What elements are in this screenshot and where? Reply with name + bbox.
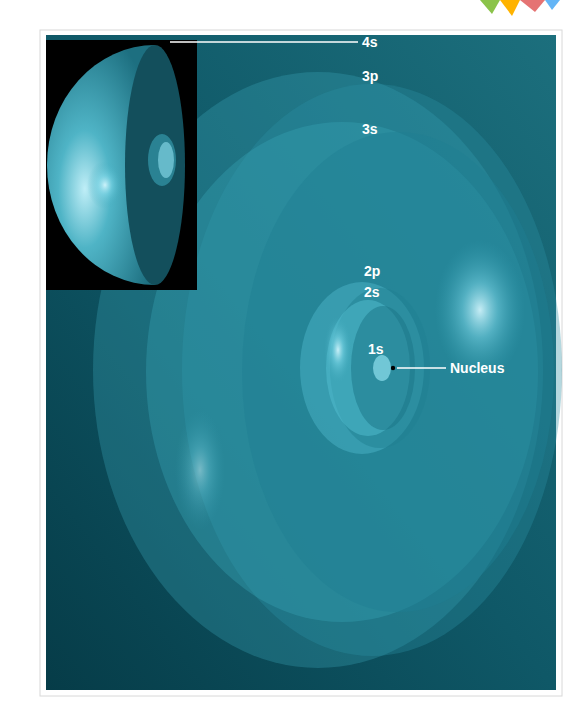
- shell-highlight: [175, 410, 225, 530]
- nucleus-dot: [391, 366, 395, 370]
- orbital-label: 2p: [364, 263, 380, 279]
- shell-3s-face: [242, 132, 554, 612]
- orbital-label: 2s: [364, 284, 380, 300]
- orbital-label: 1s: [368, 341, 384, 357]
- orbital-label: 3p: [362, 68, 378, 84]
- inset-cut-face: [125, 45, 185, 285]
- leader-line: [397, 367, 446, 369]
- inset-ground: [46, 40, 197, 290]
- shell-1s: [373, 355, 391, 381]
- corner-icon: [480, 0, 560, 16]
- shell-highlight: [324, 316, 352, 384]
- inset-inner-shell: [158, 142, 174, 178]
- shell-highlight: [435, 240, 525, 380]
- leader-line: [170, 41, 358, 43]
- orbital-label: 4s: [362, 34, 378, 50]
- frame: [40, 30, 562, 696]
- inset-highlight: [87, 161, 123, 209]
- nucleus-label: Nucleus: [450, 360, 504, 376]
- inset-inner-shell: [148, 134, 176, 186]
- orbital-label: 3s: [362, 121, 378, 137]
